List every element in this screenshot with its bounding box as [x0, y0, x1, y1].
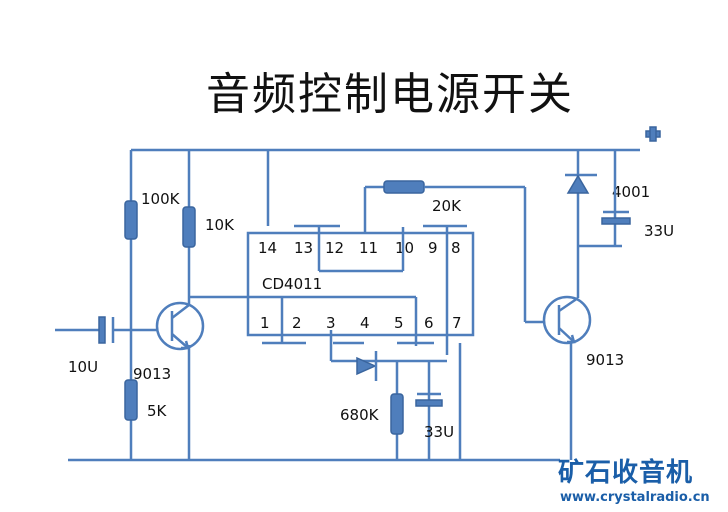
ic-top-pins: 14 13 12 11 10 9 8 [258, 239, 461, 257]
pin-4: 4 [360, 314, 370, 332]
resistor-20k [383, 180, 425, 194]
watermark-title: 矿石收音机 [558, 458, 694, 488]
pin-7: 7 [452, 314, 462, 332]
label-10u: 10U [68, 358, 98, 376]
label-100k: 100K [141, 190, 181, 208]
ic-name: CD4011 [262, 275, 322, 293]
pin-13: 13 [294, 239, 313, 257]
resistor-100k [124, 200, 138, 240]
label-20k: 20K [432, 197, 462, 215]
plus-icon [645, 126, 661, 142]
capacitor-33u-timer [415, 399, 443, 407]
pin-9: 9 [428, 239, 438, 257]
pin-11: 11 [359, 239, 378, 257]
resistor-680k [390, 393, 404, 435]
label-680k: 680K [340, 406, 380, 424]
diagram-title: 音频控制电源开关 [206, 69, 574, 120]
transistor-q1 [155, 301, 205, 351]
pin-5: 5 [394, 314, 404, 332]
diode-d2 [356, 351, 378, 381]
label-q1: 9013 [133, 365, 171, 383]
ic-cd4011 [246, 231, 475, 337]
capacitor-33u-out [601, 217, 631, 225]
capacitor-10u [98, 316, 106, 344]
pin-10: 10 [395, 239, 414, 257]
label-q2: 9013 [586, 351, 624, 369]
transistor-q2 [542, 295, 592, 345]
label-33u-timer: 33U [424, 423, 454, 441]
label-4001: 4001 [612, 183, 650, 201]
resistor-5k [124, 379, 138, 421]
pin-6: 6 [424, 314, 434, 332]
label-5k: 5K [147, 402, 168, 420]
pin-3: 3 [326, 314, 336, 332]
pin-12: 12 [325, 239, 344, 257]
label-33u-out: 33U [644, 222, 674, 240]
pin-8: 8 [451, 239, 461, 257]
pin-14: 14 [258, 239, 277, 257]
pin-1: 1 [260, 314, 270, 332]
diode-4001 [565, 173, 597, 194]
watermark-url: www.crystalradio.cn [560, 490, 710, 505]
label-10k: 10K [205, 216, 235, 234]
ic-bottom-pins: 1 2 3 4 5 6 7 [260, 314, 462, 332]
resistor-10k [182, 206, 196, 248]
pin-2: 2 [292, 314, 302, 332]
